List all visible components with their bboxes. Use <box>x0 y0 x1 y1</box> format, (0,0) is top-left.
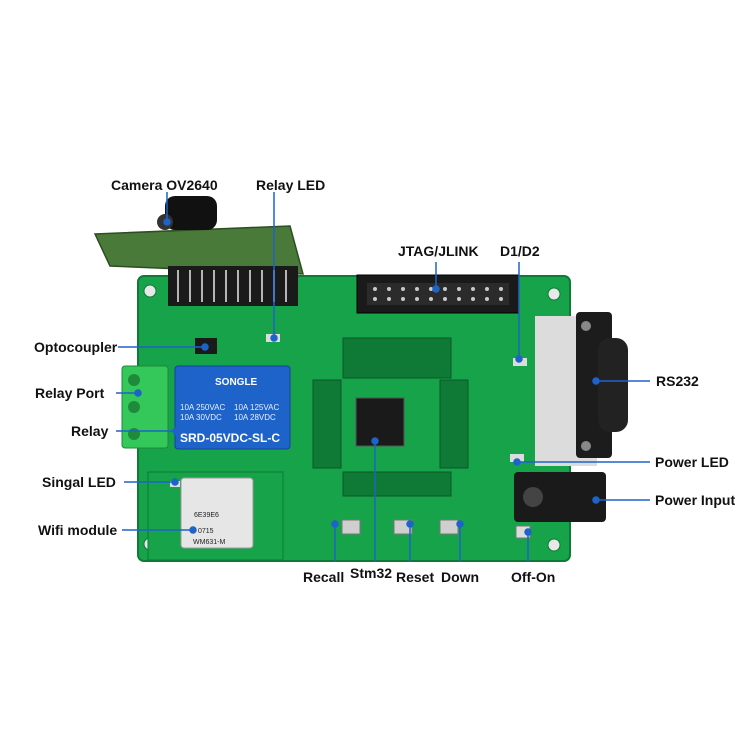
label-camera: Camera OV2640 <box>111 177 218 193</box>
label-relay-led: Relay LED <box>256 177 326 193</box>
label-rs232: RS232 <box>656 373 699 389</box>
relay-terminal <box>121 365 169 449</box>
mounting-hole <box>143 284 157 298</box>
recall-button <box>341 519 361 535</box>
label-stm32: Stm32 <box>350 565 393 581</box>
label-relay-port: Relay Port <box>35 385 105 401</box>
camera-header <box>168 266 298 306</box>
label-offon: Off-On <box>511 569 556 585</box>
mounting-hole <box>547 287 561 301</box>
relay-rating-1: 10A 250VAC <box>180 403 225 412</box>
label-singal-led: Singal LED <box>42 474 116 490</box>
wifi-model-text: WM631-M <box>193 539 225 546</box>
label-optocoupler: Optocoupler <box>34 339 118 355</box>
relay-rating-3: 10A 30VDC <box>180 413 222 422</box>
label-recall: Recall <box>303 569 345 585</box>
camera-module <box>93 225 304 275</box>
label-reset: Reset <box>396 569 435 585</box>
label-d1d2: D1/D2 <box>500 243 540 259</box>
mounting-hole <box>547 538 561 552</box>
camera-lens <box>165 196 217 230</box>
down-button <box>439 519 459 535</box>
wifi-module <box>180 477 254 549</box>
label-relay: Relay <box>71 423 109 439</box>
power-led-component <box>510 454 524 462</box>
relay-brand-text: SONGLE <box>215 377 258 388</box>
label-down: Down <box>441 569 480 585</box>
wifi-id-text: 6E39E6 <box>194 512 219 519</box>
relay-rating-2: 10A 125VAC <box>234 403 279 412</box>
relay-body <box>174 365 291 450</box>
power-jack <box>514 472 606 522</box>
wifi-code-text: 0715 <box>198 528 214 535</box>
relay-rating-4: 10A 28VDC <box>234 413 276 422</box>
stm32-chip <box>355 397 405 447</box>
label-power-led: Power LED <box>655 454 729 470</box>
label-wifi-module: Wifi module <box>38 522 118 538</box>
label-jtag: JTAG/JLINK <box>398 243 479 259</box>
relay-model-text: SRD-05VDC-SL-C <box>180 431 280 445</box>
label-power-input: Power Input <box>655 492 736 508</box>
